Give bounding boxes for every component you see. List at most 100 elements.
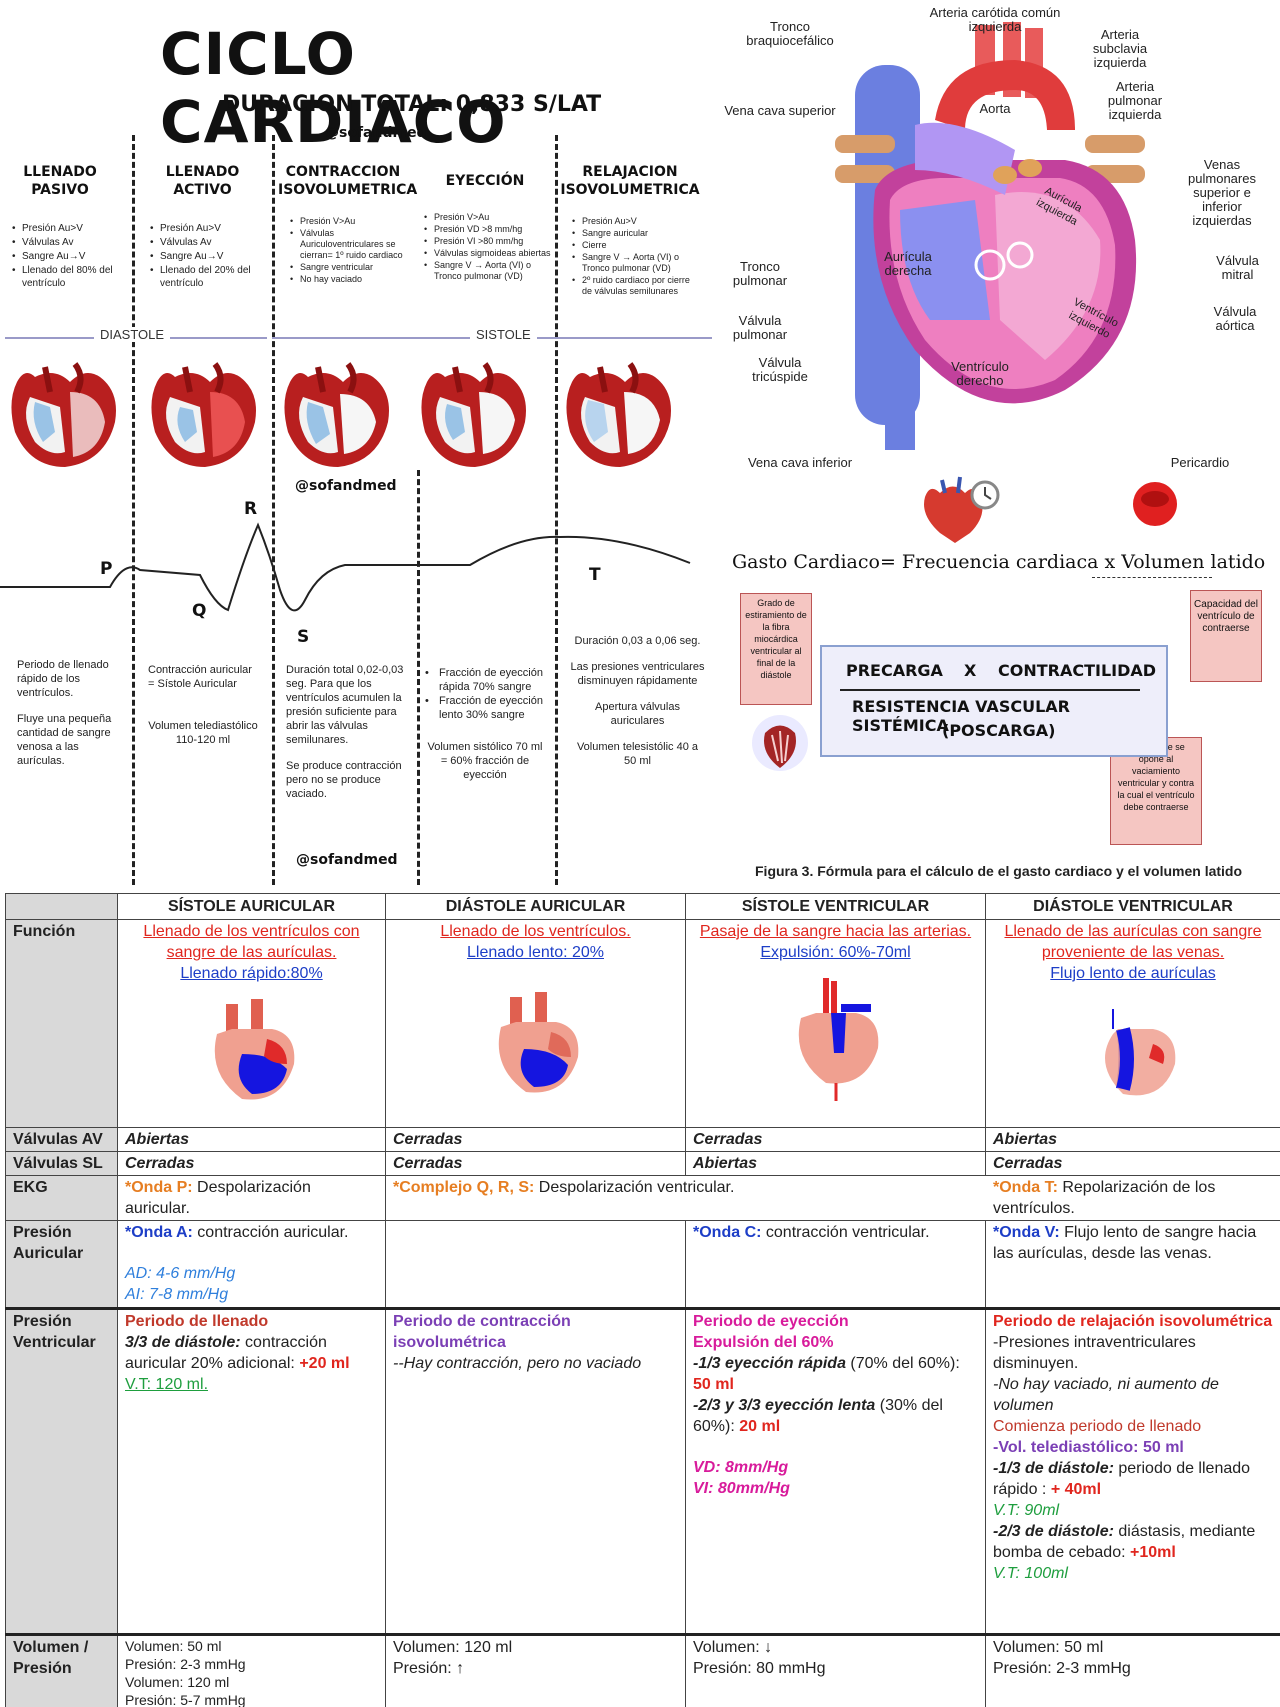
table-cell: Abiertas	[985, 1127, 1280, 1152]
resistencia-label: RESISTENCIA VASCULAR SISTÉMICA	[852, 697, 1070, 735]
poscarga-label: (POSCARGA)	[942, 721, 1056, 740]
ecg-trace	[0, 522, 691, 612]
label-vena-cava-inferior: Vena cava inferior	[747, 455, 853, 470]
muscle-fiber-icon	[752, 715, 808, 771]
table-row: Válvulas SL Cerradas Cerradas Abiertas C…	[5, 1151, 1280, 1176]
row-header: Función	[5, 919, 118, 1128]
table-cell: *Onda P: Despolarización auricular.	[117, 1175, 386, 1221]
diastole-label: DIASTOLE	[94, 327, 171, 342]
label-pericardio: Pericardio	[1170, 455, 1230, 470]
table-cell: Cerradas	[985, 1151, 1280, 1176]
phase-list: Presión V>AuPresión VD >8 mm/hgPresión V…	[424, 212, 552, 283]
divider	[555, 135, 558, 885]
label-vena-cava-superior: Vena cava superior	[724, 103, 836, 118]
row-header: Volumen /Presión	[5, 1633, 118, 1707]
table-cell: Volumen: 50 ml Presión: 2-3 mmHg Volumen…	[117, 1633, 386, 1707]
table-cell: Pasaje de la sangre hacia las arterias. …	[685, 919, 986, 1128]
heart-clock-icon	[924, 476, 1000, 543]
label-subclavia: Arteria subclavia izquierda	[1092, 27, 1148, 70]
note-contractilidad: Capacidad del ventrículo de contraerse	[1190, 590, 1262, 682]
ecg-label-s: S	[297, 627, 310, 647]
note-llenado-pasivo: Periodo de llenado rápido de los ventríc…	[17, 659, 112, 767]
heart-anatomy-illustration	[835, 22, 1145, 450]
table-cell: Periodo de llenado 3/3 de diástole: cont…	[117, 1307, 386, 1635]
heart-diagram	[798, 978, 878, 1101]
phase-list: Presión Au>VVálvulas AvSangre Au→VLlenad…	[12, 222, 124, 291]
heart-illustration	[566, 362, 671, 467]
heart-illustration	[284, 362, 389, 467]
heart-illustration	[421, 362, 526, 467]
label-venas-pulmonares: Venas pulmonares superior e inferior izq…	[1188, 157, 1256, 228]
ecg-label-p: P	[100, 559, 113, 579]
handle-watermark: @sofandmed	[296, 852, 398, 868]
phase-header: EYECCIÓN	[445, 173, 525, 189]
label-ventriculo-derecho: Ventrículo derecho	[951, 359, 1009, 388]
blood-drop-icon	[1133, 482, 1177, 526]
label-auricula-derecha: Aurícula derecha	[884, 249, 932, 278]
table-cell: Periodo de relajación isovolumétrica -Pr…	[985, 1307, 1280, 1635]
table-row: Volumen /Presión Volumen: 50 ml Presión:…	[5, 1633, 1280, 1707]
divider	[417, 470, 420, 885]
table-row: Válvulas AV Abiertas Cerradas Cerradas A…	[5, 1127, 1280, 1152]
heart-diagram	[1105, 1009, 1176, 1096]
table-cell: *Onda V: Flujo lento de sangre hacia las…	[985, 1220, 1280, 1309]
heart-illustration	[151, 362, 256, 467]
cardiac-cycle-table: SÍSTOLE AURICULAR DIÁSTOLE AURICULAR SÍS…	[5, 893, 1280, 1707]
label-valvula-mitral: Válvula mitral	[1216, 253, 1259, 282]
row-header: Válvulas AV	[5, 1127, 118, 1152]
heart-anatomy-panel: Arteria carótida común izquierda Tronco …	[720, 0, 1280, 475]
table-cell: Abiertas	[117, 1127, 386, 1152]
note-isovolumetrica: Duración total 0,02-0,03 seg. Para que l…	[286, 664, 404, 800]
table-cell: Periodo de contracción isovolumétrica --…	[385, 1307, 686, 1635]
note-relajacion: Duración 0,03 a 0,06 seg.Las presiones v…	[570, 635, 705, 767]
row-header: EKG	[5, 1175, 118, 1221]
contractilidad-label: CONTRACTILIDAD	[998, 661, 1157, 680]
table-cell: *Onda A: contracción auricular. AD: 4-6 …	[117, 1220, 386, 1309]
table-cell	[385, 1220, 686, 1309]
precarga-label: PRECARGA	[846, 661, 943, 680]
cardiac-cycle-panel: CICLO CARDIACO DURACION TOTAL: 0,833 S/L…	[0, 0, 720, 885]
underline	[1092, 577, 1212, 578]
ecg-label-q: Q	[192, 601, 207, 621]
label-aorta: Aorta	[979, 101, 1011, 116]
table-cell: *Onda T: Repolarización de los ventrícul…	[985, 1175, 1280, 1221]
note-precarga: Grado de estiramiento de la fibra miocár…	[740, 593, 812, 705]
note-llenado-activo: Contracción auricular = Sístole Auricula…	[148, 664, 258, 746]
cardiac-output-panel: Gasto Cardiaco= Frecuencia cardiaca x Vo…	[720, 475, 1280, 885]
fraction-bar	[840, 689, 1140, 691]
page-title: CICLO CARDIACO	[160, 20, 507, 156]
divider	[272, 135, 275, 885]
col-header: DIÁSTOLE AURICULAR	[385, 893, 686, 920]
phase-list: Presión V>AuVálvulas Auriculoventricular…	[290, 216, 410, 286]
col-header: SÍSTOLE AURICULAR	[117, 893, 386, 920]
heart-illustration	[11, 362, 117, 467]
phase-list: Presión Au>VVálvulas AvSangre Au→VLlenad…	[150, 222, 268, 291]
table-cell: Cerradas	[685, 1127, 986, 1152]
label-arteria-pulmonar-izq: Arteria pulmonar izquierda	[1107, 79, 1163, 122]
table-cell: Volumen: ↓ Presión: 80 mmHg	[685, 1633, 986, 1707]
heart-diagram	[498, 992, 578, 1093]
label-carotida: Arteria carótida común izquierda	[929, 5, 1061, 34]
ecg-label-r: R	[244, 499, 258, 519]
label-valvula-pulmonar: Válvula pulmonar	[732, 313, 788, 342]
table-cell: Volumen: 120 ml Presión: ↑	[385, 1633, 686, 1707]
formula-box: PRECARGA X CONTRACTILIDAD RESISTENCIA VA…	[820, 645, 1168, 757]
handle-watermark: @sofandmed	[325, 125, 427, 141]
table-cell: Volumen: 50 ml Presión: 2-3 mmHg	[985, 1633, 1280, 1707]
note-eyeccion: Fracción de eyección rápida 70% sangreFr…	[425, 666, 545, 794]
label-valvula-tricuspide: Válvula tricúspide	[752, 355, 808, 384]
label-tronco-pulmonar: Tronco pulmonar	[732, 259, 788, 288]
table-cell: Cerradas	[385, 1127, 686, 1152]
table-cell: *Onda C: contracción ventricular.	[685, 1220, 986, 1309]
sistole-label: SISTOLE	[470, 327, 537, 342]
table-cell: Abiertas	[685, 1151, 986, 1176]
table-header-row: SÍSTOLE AURICULAR DIÁSTOLE AURICULAR SÍS…	[5, 893, 1280, 920]
